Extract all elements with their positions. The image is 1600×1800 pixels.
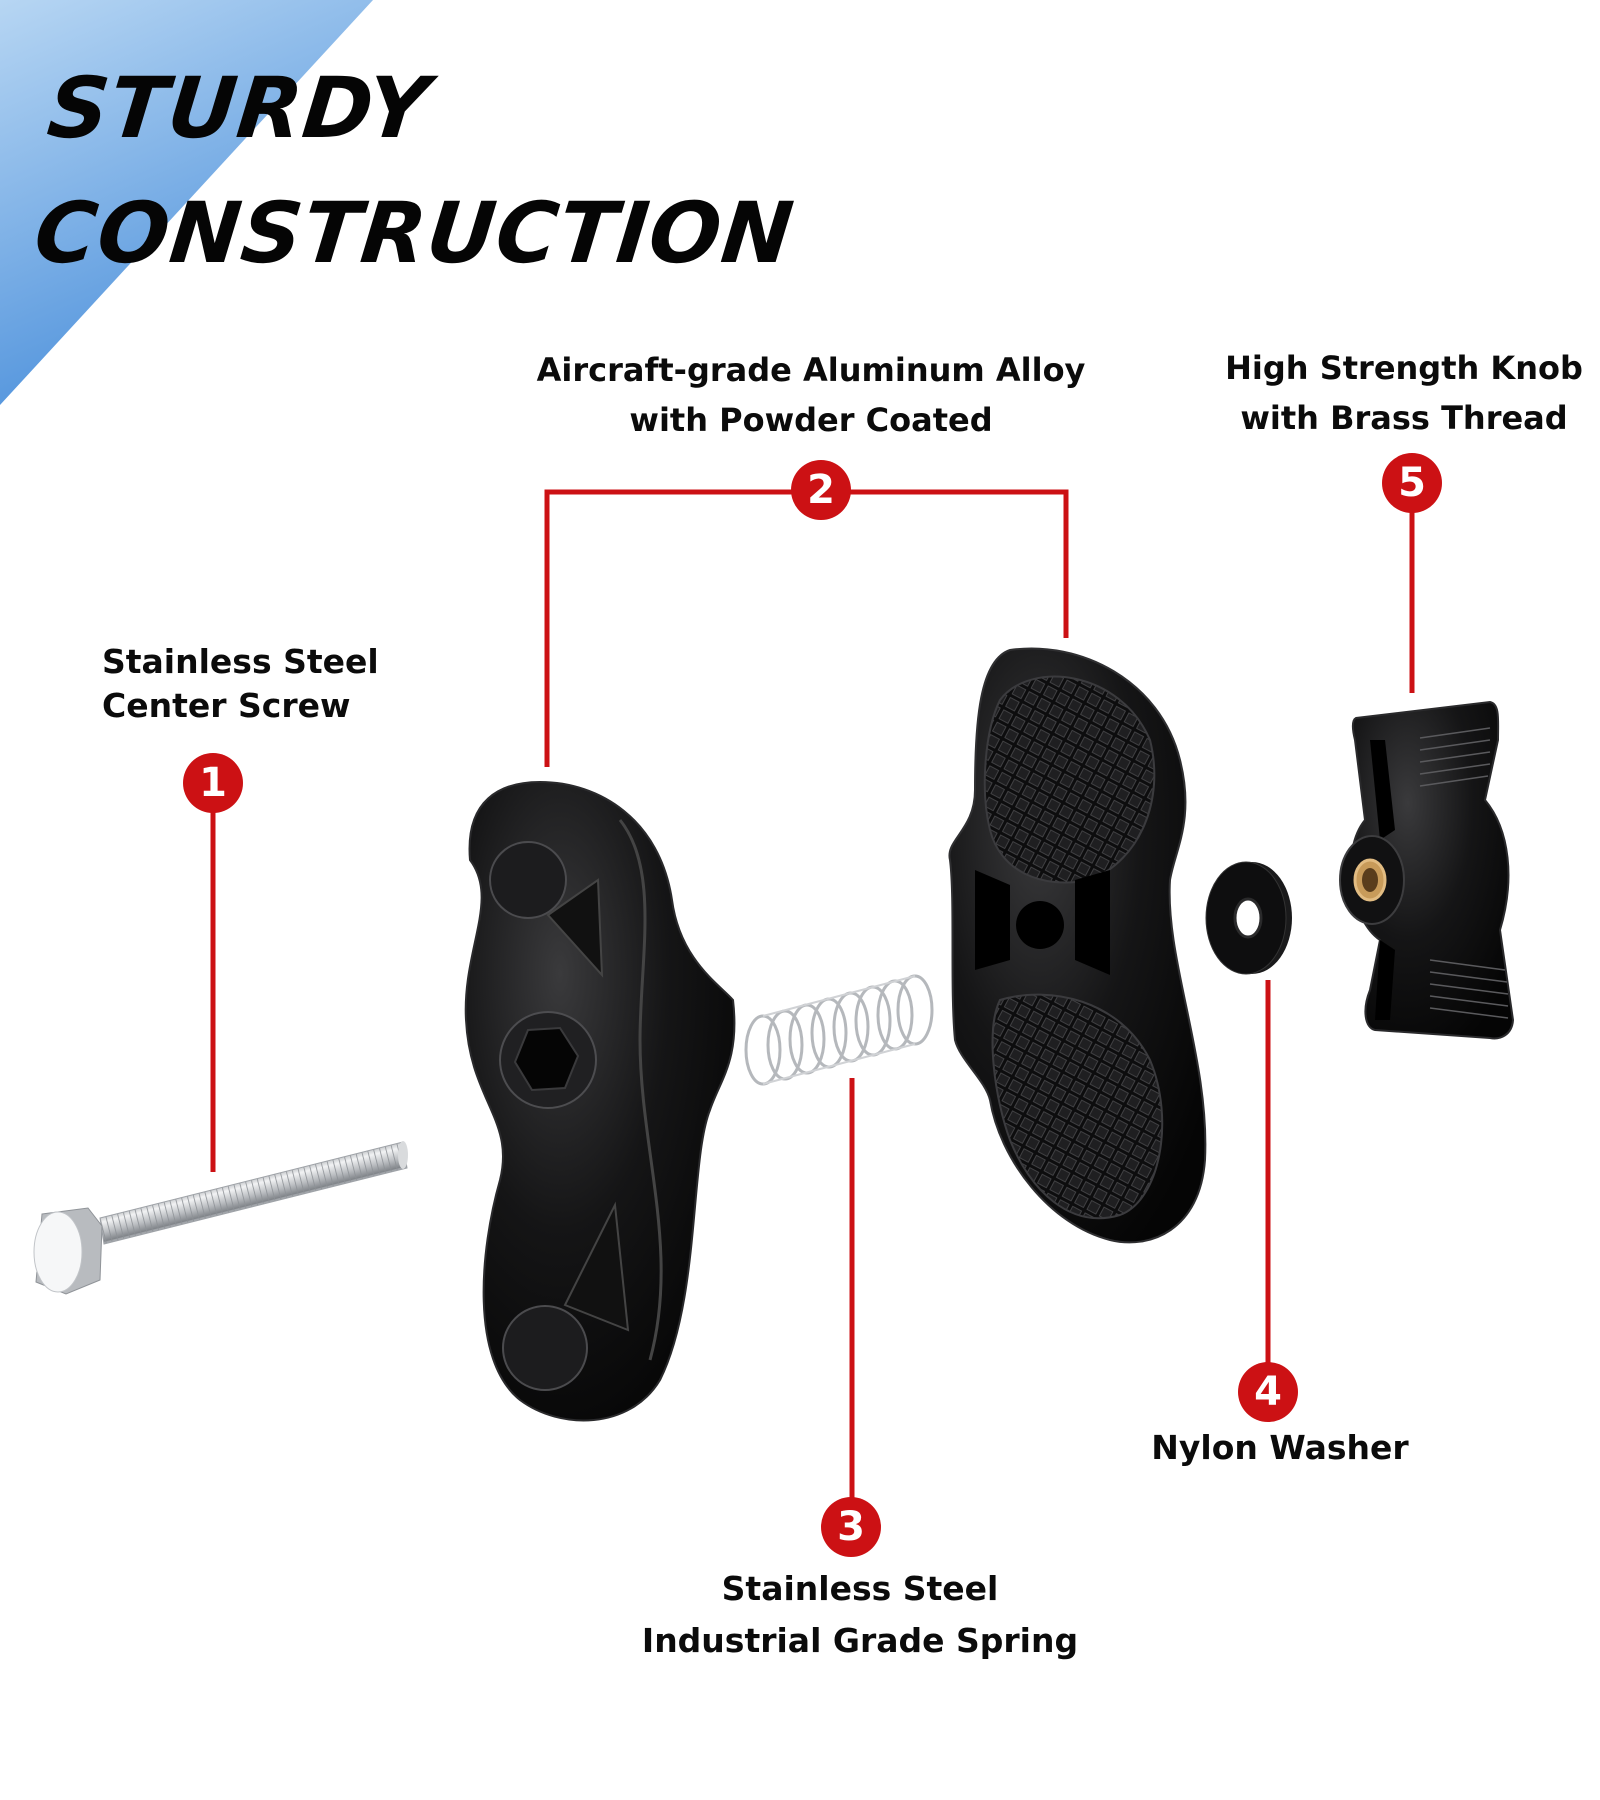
label-5-line-1: High Strength Knob — [1225, 349, 1583, 387]
callout-badge-5: 5 — [1382, 453, 1442, 513]
label-1-line-1: Stainless Steel — [102, 642, 379, 681]
spring-icon — [744, 974, 934, 1086]
label-aluminum-alloy: Aircraft-grade Aluminum Alloy with Powde… — [537, 345, 1086, 445]
label-2-line-2: with Powder Coated — [629, 401, 993, 439]
callout-badge-4: 4 — [1238, 1362, 1298, 1422]
brass-insert-icon — [1353, 858, 1387, 902]
label-spring: Stainless Steel Industrial Grade Spring — [642, 1563, 1078, 1667]
label-1-line-2: Center Screw — [102, 686, 351, 725]
mount-arm-back-icon — [948, 647, 1207, 1244]
cross-frame — [975, 870, 1110, 975]
label-knob: High Strength Knob with Brass Thread — [1225, 343, 1583, 443]
callout-badge-2: 2 — [791, 460, 851, 520]
label-3-line-1: Stainless Steel — [721, 1569, 999, 1608]
bolt-icon — [33, 1141, 408, 1295]
label-2-line-1: Aircraft-grade Aluminum Alloy — [536, 351, 1086, 389]
label-5-line-2: with Brass Thread — [1240, 399, 1568, 437]
mount-arm-front-icon — [464, 780, 736, 1422]
knob-icon — [1339, 700, 1515, 1040]
callout-badge-3: 3 — [821, 1497, 881, 1557]
callout-badge-1: 1 — [183, 753, 243, 813]
callout-lines — [210, 483, 1415, 1527]
washer-icon — [1205, 861, 1292, 975]
label-4-line-1: Nylon Washer — [1151, 1428, 1409, 1467]
label-nylon-washer: Nylon Washer — [1151, 1425, 1408, 1471]
label-3-line-2: Industrial Grade Spring — [641, 1621, 1079, 1660]
hex-nut-icon — [499, 1011, 597, 1109]
label-center-screw: Stainless Steel Center Screw — [102, 640, 379, 728]
